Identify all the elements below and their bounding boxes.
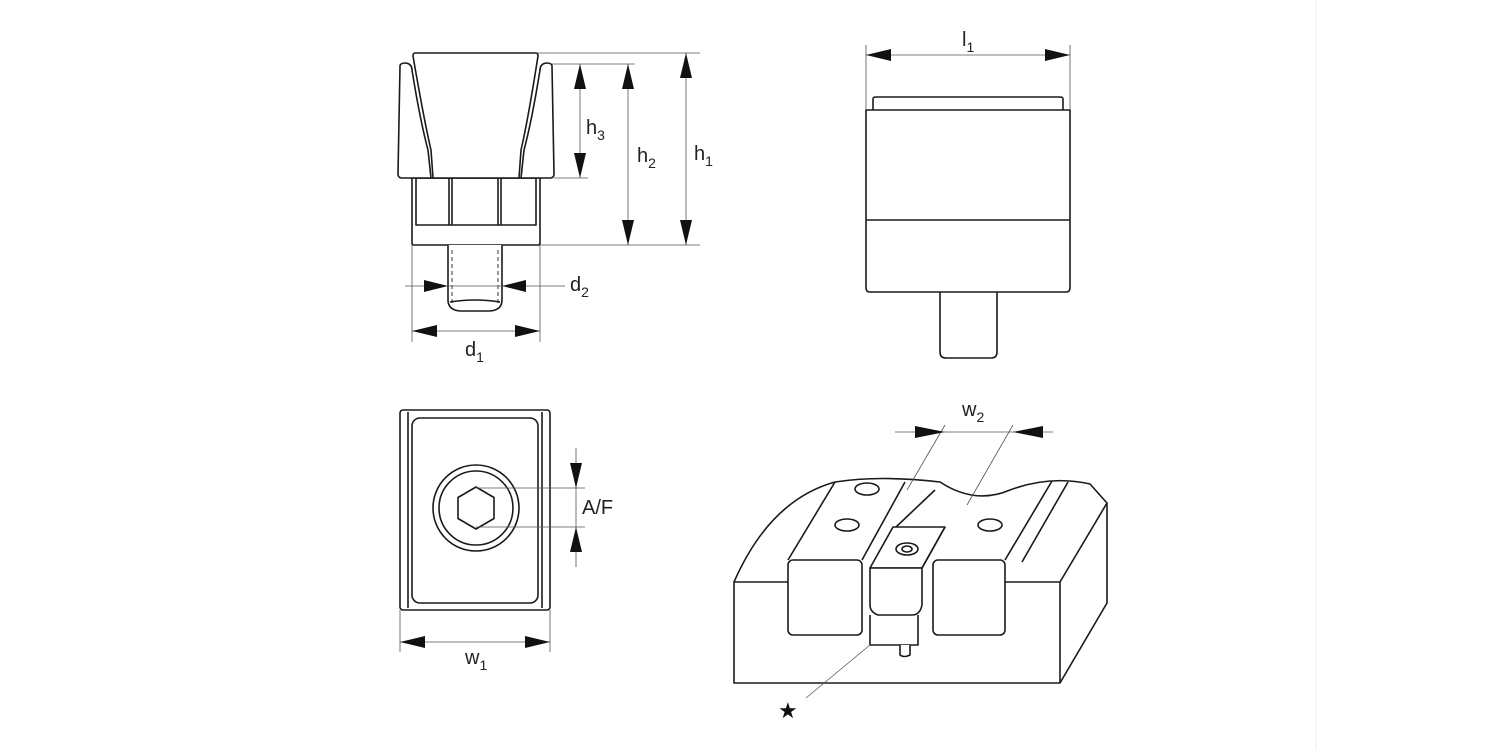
label-h1: h1 [694, 143, 713, 169]
right-jaw [520, 62, 555, 179]
isometric-view [733, 424, 1108, 699]
screw-head [432, 464, 520, 552]
top-plate [872, 96, 1064, 110]
base-plate [411, 177, 541, 246]
insert-front [869, 567, 923, 616]
side-view [865, 45, 1071, 359]
side-body [865, 109, 1071, 293]
right-block [932, 559, 1006, 636]
label-d1: d1 [465, 339, 484, 365]
side-stud [939, 292, 998, 359]
label-w1: w1 [464, 647, 487, 673]
clamp-head [412, 52, 539, 179]
label-d2: d2 [570, 274, 589, 300]
hex-socket-icon [457, 486, 495, 530]
label-w2: w2 [961, 399, 984, 425]
left-block [787, 559, 863, 636]
star-marker: ★ [778, 698, 798, 723]
label-af: A/F [582, 497, 613, 519]
front-view [397, 52, 555, 312]
top-face [411, 417, 539, 604]
top-outline [399, 409, 551, 611]
threaded-stud [447, 245, 503, 312]
insert-bracket [869, 615, 919, 646]
label-h3: h3 [586, 117, 605, 143]
top-view [399, 409, 585, 652]
left-jaw [397, 62, 432, 179]
label-h2: h2 [637, 145, 656, 171]
label-l1: l1 [962, 29, 974, 55]
front-dimensions [405, 52, 700, 342]
